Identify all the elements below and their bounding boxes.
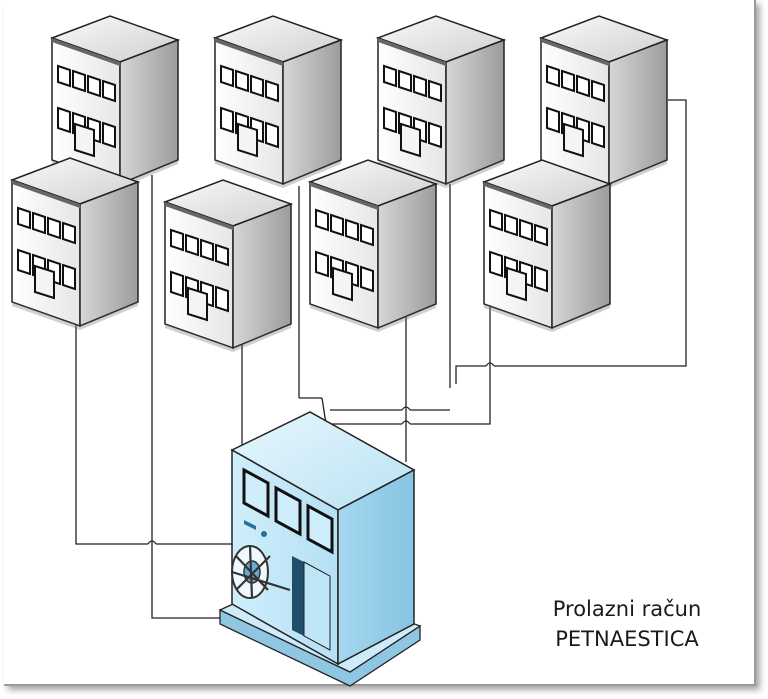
office-building-icon [540,15,668,189]
office-building-icon [483,159,611,333]
caption-line-1: Prolazni račun [552,597,702,621]
office-building-icon [214,15,342,189]
office-building-icon [164,179,292,353]
caption-line-2: PETNAESTICA [555,627,699,651]
office-building-icon [309,159,437,333]
office-building-icon [377,15,505,189]
connection-lines [75,99,687,619]
bank-vault-icon [218,411,422,687]
office-building-icon [11,157,139,331]
diagram-caption: Prolazni račun PETNAESTICA [532,594,722,654]
